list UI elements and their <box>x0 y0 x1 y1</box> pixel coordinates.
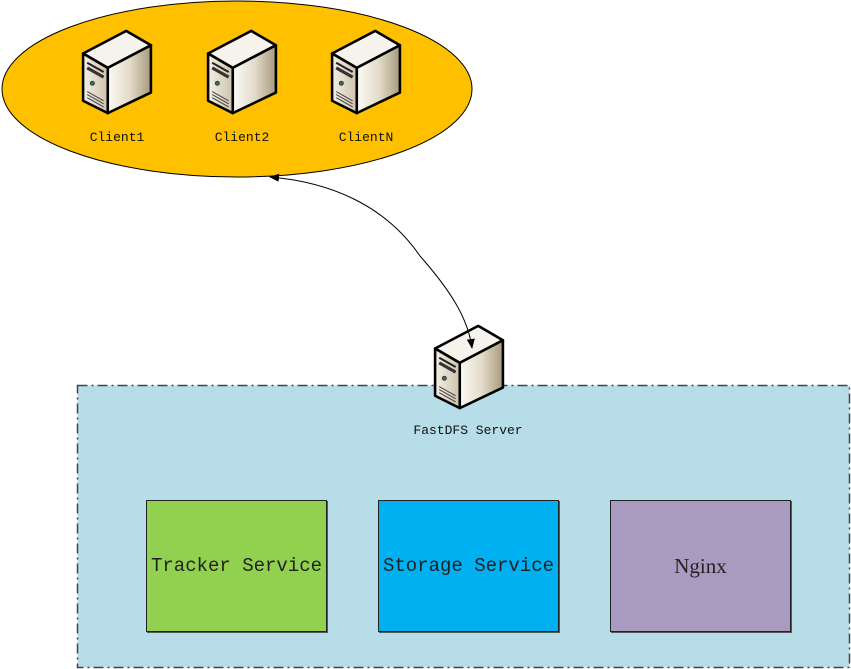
storage-service-box[interactable]: Storage Service <box>378 500 559 632</box>
storage-service-label: Storage Service <box>382 555 555 577</box>
client-label: ClientN <box>338 130 394 145</box>
nginx-label: Nginx <box>674 553 727 578</box>
client-label: Client2 <box>214 130 270 145</box>
fastdfs-server-label: FastDFS Server <box>413 423 523 438</box>
tracker-service-box[interactable]: Tracker Service <box>146 500 327 632</box>
tracker-service-label: Tracker Service <box>150 555 323 577</box>
connector-arrow[interactable] <box>269 173 421 257</box>
client-label: Client1 <box>89 130 145 145</box>
nginx-box[interactable]: Nginx <box>610 500 791 632</box>
connector-arrow[interactable] <box>419 255 475 349</box>
